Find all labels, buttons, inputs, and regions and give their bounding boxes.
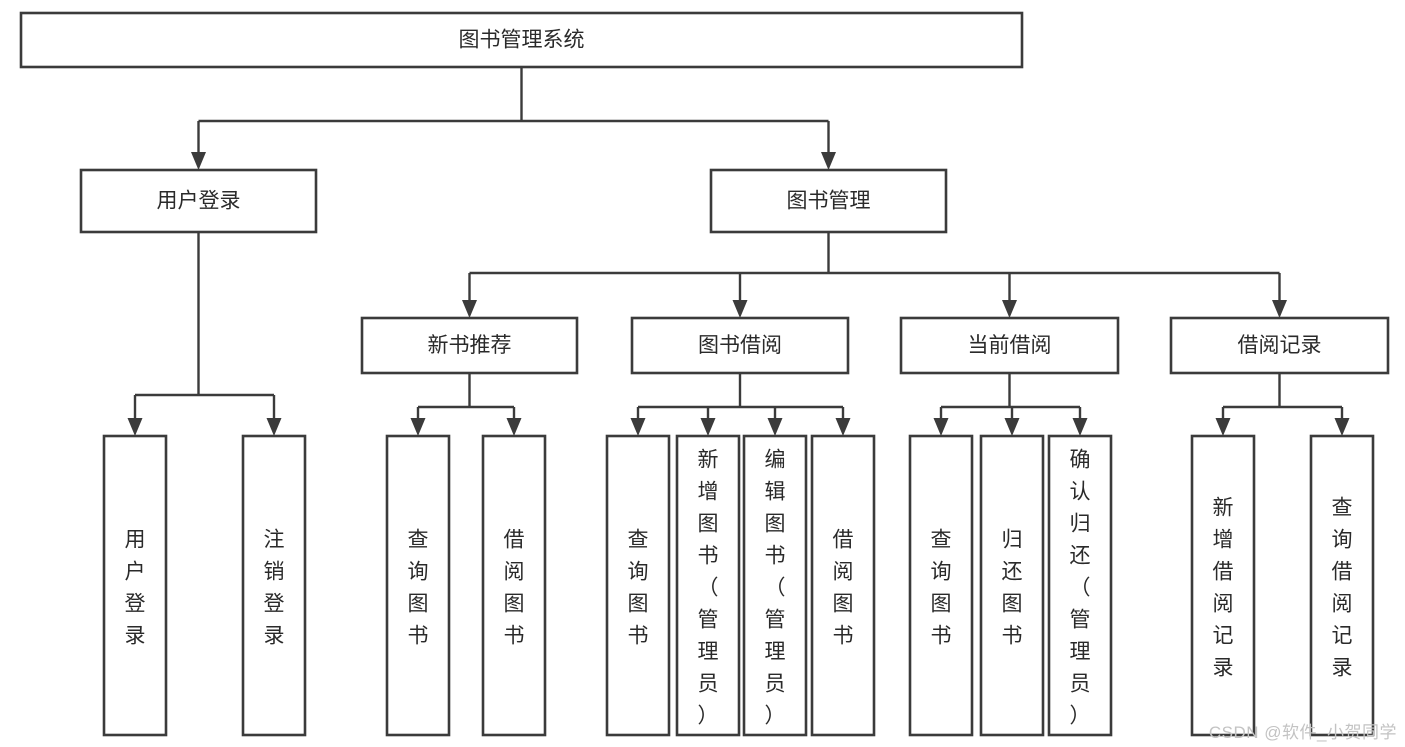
node-label: 查询图书 (628, 528, 649, 647)
node-借阅图书[interactable]: 借阅图书 (810, 434, 876, 737)
node-查询图书[interactable]: 查询图书 (908, 434, 974, 737)
node-label: 新增借阅记录 (1213, 496, 1234, 679)
arrow-head-icon (191, 152, 206, 170)
node-用户登录[interactable]: 用户登录 (102, 434, 168, 737)
node-编辑图书管理员[interactable]: 编辑图书（管理员） (742, 434, 808, 737)
node-rect (675, 434, 741, 737)
arrow-head-icon (732, 300, 748, 318)
node-rect (742, 434, 808, 737)
arrow-head-icon (1004, 418, 1020, 436)
arrow-head-icon (462, 300, 477, 318)
node-label: 图书管理 (787, 190, 871, 213)
node-label: 当前借阅 (968, 334, 1052, 357)
node-rect (605, 434, 671, 737)
node-rect (810, 434, 876, 737)
node-label: 查询借阅记录 (1332, 496, 1353, 679)
node-用户登录[interactable]: 用户登录 (79, 168, 318, 234)
node-label: 查询图书 (408, 528, 429, 647)
node-归还图书[interactable]: 归还图书 (979, 434, 1045, 737)
node-label: 编辑图书（管理员） (765, 448, 786, 727)
arrow-head-icon (1215, 418, 1231, 436)
node-确认归还管理员[interactable]: 确认归还（管理员） (1047, 434, 1113, 737)
node-rect (360, 316, 579, 375)
node-label: 注销登录 (264, 528, 285, 647)
arrow-head-icon (700, 418, 716, 436)
node-label: 借阅图书 (833, 528, 854, 647)
node-图书管理[interactable]: 图书管理 (709, 168, 948, 234)
node-新增借阅记录[interactable]: 新增借阅记录 (1190, 434, 1256, 737)
arrow-head-icon (266, 418, 282, 436)
node-图书借阅[interactable]: 图书借阅 (630, 316, 850, 375)
node-rect (709, 168, 948, 234)
node-新增图书管理员[interactable]: 新增图书（管理员） (675, 434, 741, 737)
node-当前借阅[interactable]: 当前借阅 (899, 316, 1120, 375)
connector-layer (127, 67, 1350, 436)
node-查询借阅记录[interactable]: 查询借阅记录 (1309, 434, 1375, 737)
node-rect (630, 316, 850, 375)
node-label: 用户登录 (125, 528, 146, 647)
node-rect (899, 316, 1120, 375)
arrow-head-icon (630, 418, 646, 436)
node-rect (1309, 434, 1375, 737)
arrow-head-icon (821, 152, 836, 170)
node-label: 用户登录 (157, 190, 241, 213)
node-rect (908, 434, 974, 737)
arrow-head-icon (835, 418, 851, 436)
node-label: 新增图书（管理员） (698, 448, 719, 727)
arrow-head-icon (506, 418, 522, 436)
node-label: 确认归还（管理员） (1070, 448, 1091, 727)
node-借阅图书[interactable]: 借阅图书 (481, 434, 547, 737)
node-rect (241, 434, 307, 737)
node-label: 新书推荐 (428, 334, 512, 357)
node-label: 图书借阅 (698, 334, 782, 357)
arrow-head-icon (933, 418, 949, 436)
node-rect (1169, 316, 1390, 375)
node-新书推荐[interactable]: 新书推荐 (360, 316, 579, 375)
node-rect (1190, 434, 1256, 737)
node-rect (19, 11, 1024, 69)
node-rect (79, 168, 318, 234)
arrow-head-icon (127, 418, 143, 436)
node-rect (481, 434, 547, 737)
node-图书管理系统[interactable]: 图书管理系统 (19, 11, 1024, 69)
node-查询图书[interactable]: 查询图书 (605, 434, 671, 737)
arrow-head-icon (1072, 418, 1088, 436)
node-rect (979, 434, 1045, 737)
node-label: 借阅记录 (1238, 334, 1322, 357)
node-label: 图书管理系统 (459, 29, 585, 52)
arrow-head-icon (1334, 418, 1350, 436)
arrow-head-icon (1002, 300, 1017, 318)
node-借阅记录[interactable]: 借阅记录 (1169, 316, 1390, 375)
node-label: 查询图书 (931, 528, 952, 647)
arrow-head-icon (767, 418, 783, 436)
node-rect (385, 434, 451, 737)
node-查询图书[interactable]: 查询图书 (385, 434, 451, 737)
node-label: 归还图书 (1002, 528, 1023, 647)
node-label: 借阅图书 (504, 528, 525, 647)
arrow-head-icon (1272, 300, 1287, 318)
node-注销登录[interactable]: 注销登录 (241, 434, 307, 737)
arrow-head-icon (410, 418, 426, 436)
node-rect (1047, 434, 1113, 737)
node-rect (102, 434, 168, 737)
